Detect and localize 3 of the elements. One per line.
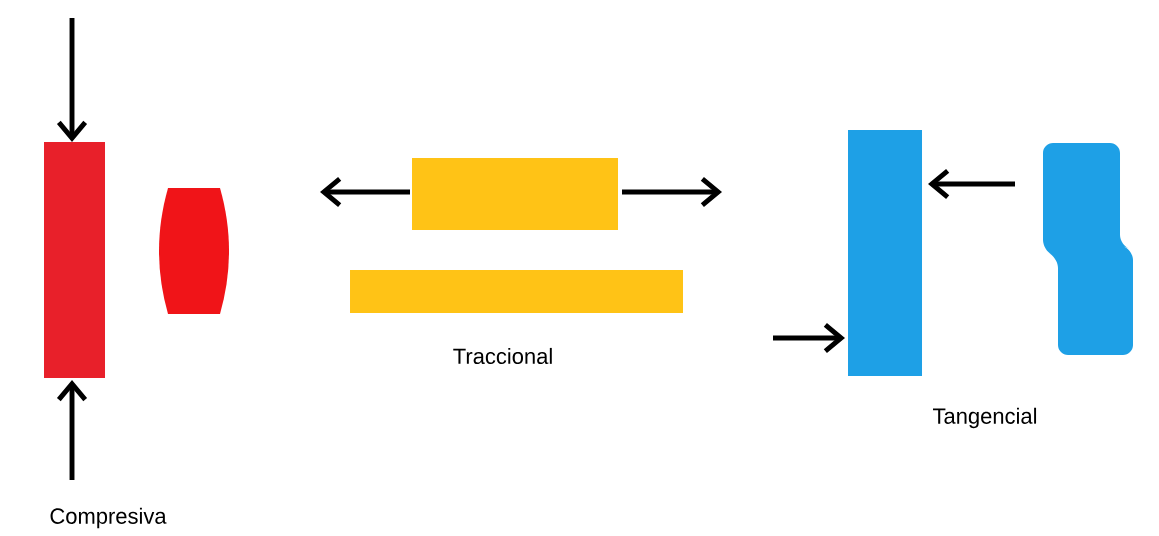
stress-label: Traccional bbox=[453, 347, 552, 365]
stress-label: Compresiva bbox=[50, 507, 167, 529]
stress-label: Tangencial bbox=[933, 407, 1037, 429]
